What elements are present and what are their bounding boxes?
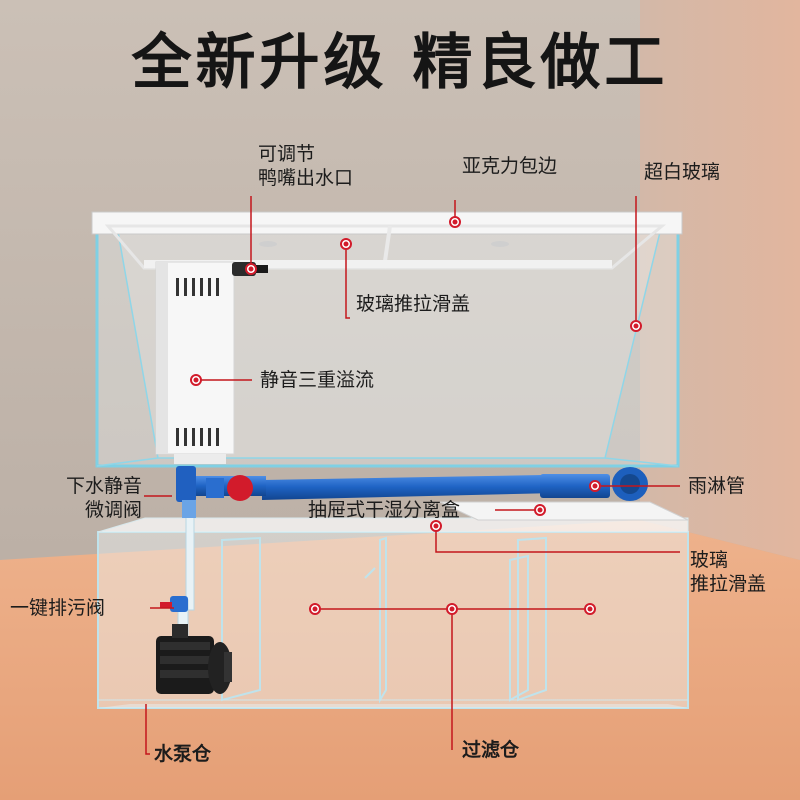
main-tank bbox=[95, 230, 680, 468]
label-glass-slide-cover-top: 玻璃推拉滑盖 bbox=[356, 293, 471, 315]
label-silent-triple-overflow: 静音三重溢流 bbox=[260, 369, 375, 391]
label-drawer-box: 抽屉式干湿分离盒 bbox=[308, 499, 461, 521]
label-adjustable-outlet: 可调节 鸭嘴出水口 bbox=[258, 143, 354, 189]
side-wall bbox=[640, 0, 800, 560]
water-pump bbox=[156, 624, 232, 694]
acrylic-frame bbox=[91, 211, 683, 270]
floor bbox=[0, 520, 800, 800]
rain-pipe-body bbox=[196, 467, 648, 501]
label-ultra-clear-glass: 超白玻璃 bbox=[644, 161, 721, 183]
label-glass-slide-cover-bottom: 玻璃 推拉滑盖 bbox=[690, 549, 767, 595]
page-title: 全新升级 精良做工 bbox=[131, 28, 669, 98]
label-sewage-valve: 一键排污阀 bbox=[10, 597, 106, 619]
overflow-box bbox=[155, 261, 235, 464]
label-acrylic-edge: 亚克力包边 bbox=[462, 155, 558, 177]
label-pump-chamber: 水泵仓 bbox=[154, 743, 212, 765]
sewage-valve-body bbox=[160, 596, 188, 612]
label-drain-valve: 下水静音 微调阀 bbox=[65, 475, 142, 521]
sump-tank bbox=[97, 501, 689, 709]
markers bbox=[190, 216, 642, 615]
label-filter-chamber: 过滤仓 bbox=[462, 739, 520, 761]
label-rain-pipe: 雨淋管 bbox=[688, 475, 746, 497]
leader-lines bbox=[144, 196, 680, 755]
